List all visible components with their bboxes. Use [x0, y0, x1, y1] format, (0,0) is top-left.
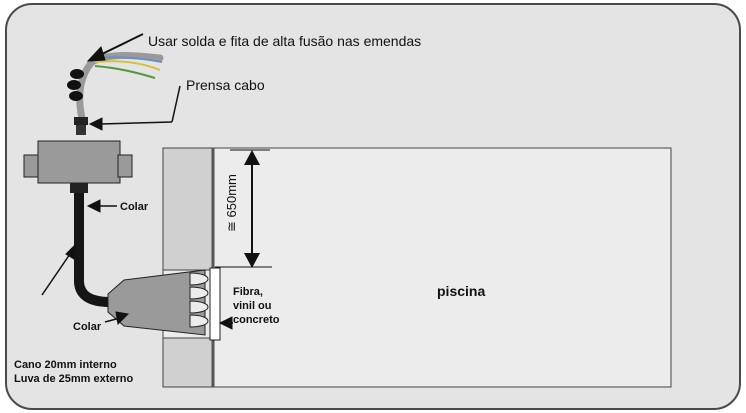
pipe-spec-line2: Luva de 25mm externo: [14, 373, 133, 385]
cable-gland-label: Prensa cabo: [186, 77, 265, 93]
pool-label: piscina: [437, 283, 485, 299]
dimension-label: ≅ 650mm: [224, 174, 239, 232]
pool-area: [212, 147, 672, 388]
pool-light-housing-icon: [107, 267, 221, 341]
colar-top-label: Colar: [120, 201, 149, 213]
pipe-spec-line1: Cano 20mm interno: [14, 359, 117, 371]
conduit: [74, 193, 111, 307]
wall-material-line3: concreto: [233, 314, 280, 326]
pool-wall: [162, 147, 671, 388]
leader-arrows: [41, 33, 233, 330]
solder-instruction-label: Usar solda e fita de alta fusão nas emen…: [148, 33, 421, 49]
wall-material-line2: vinil ou: [233, 300, 272, 312]
colar-bottom-label: Colar: [73, 321, 102, 333]
wall-material-line1: Fibra,: [233, 286, 263, 298]
dimension-arrow: [215, 149, 272, 268]
junction-box-icon: [23, 140, 133, 193]
